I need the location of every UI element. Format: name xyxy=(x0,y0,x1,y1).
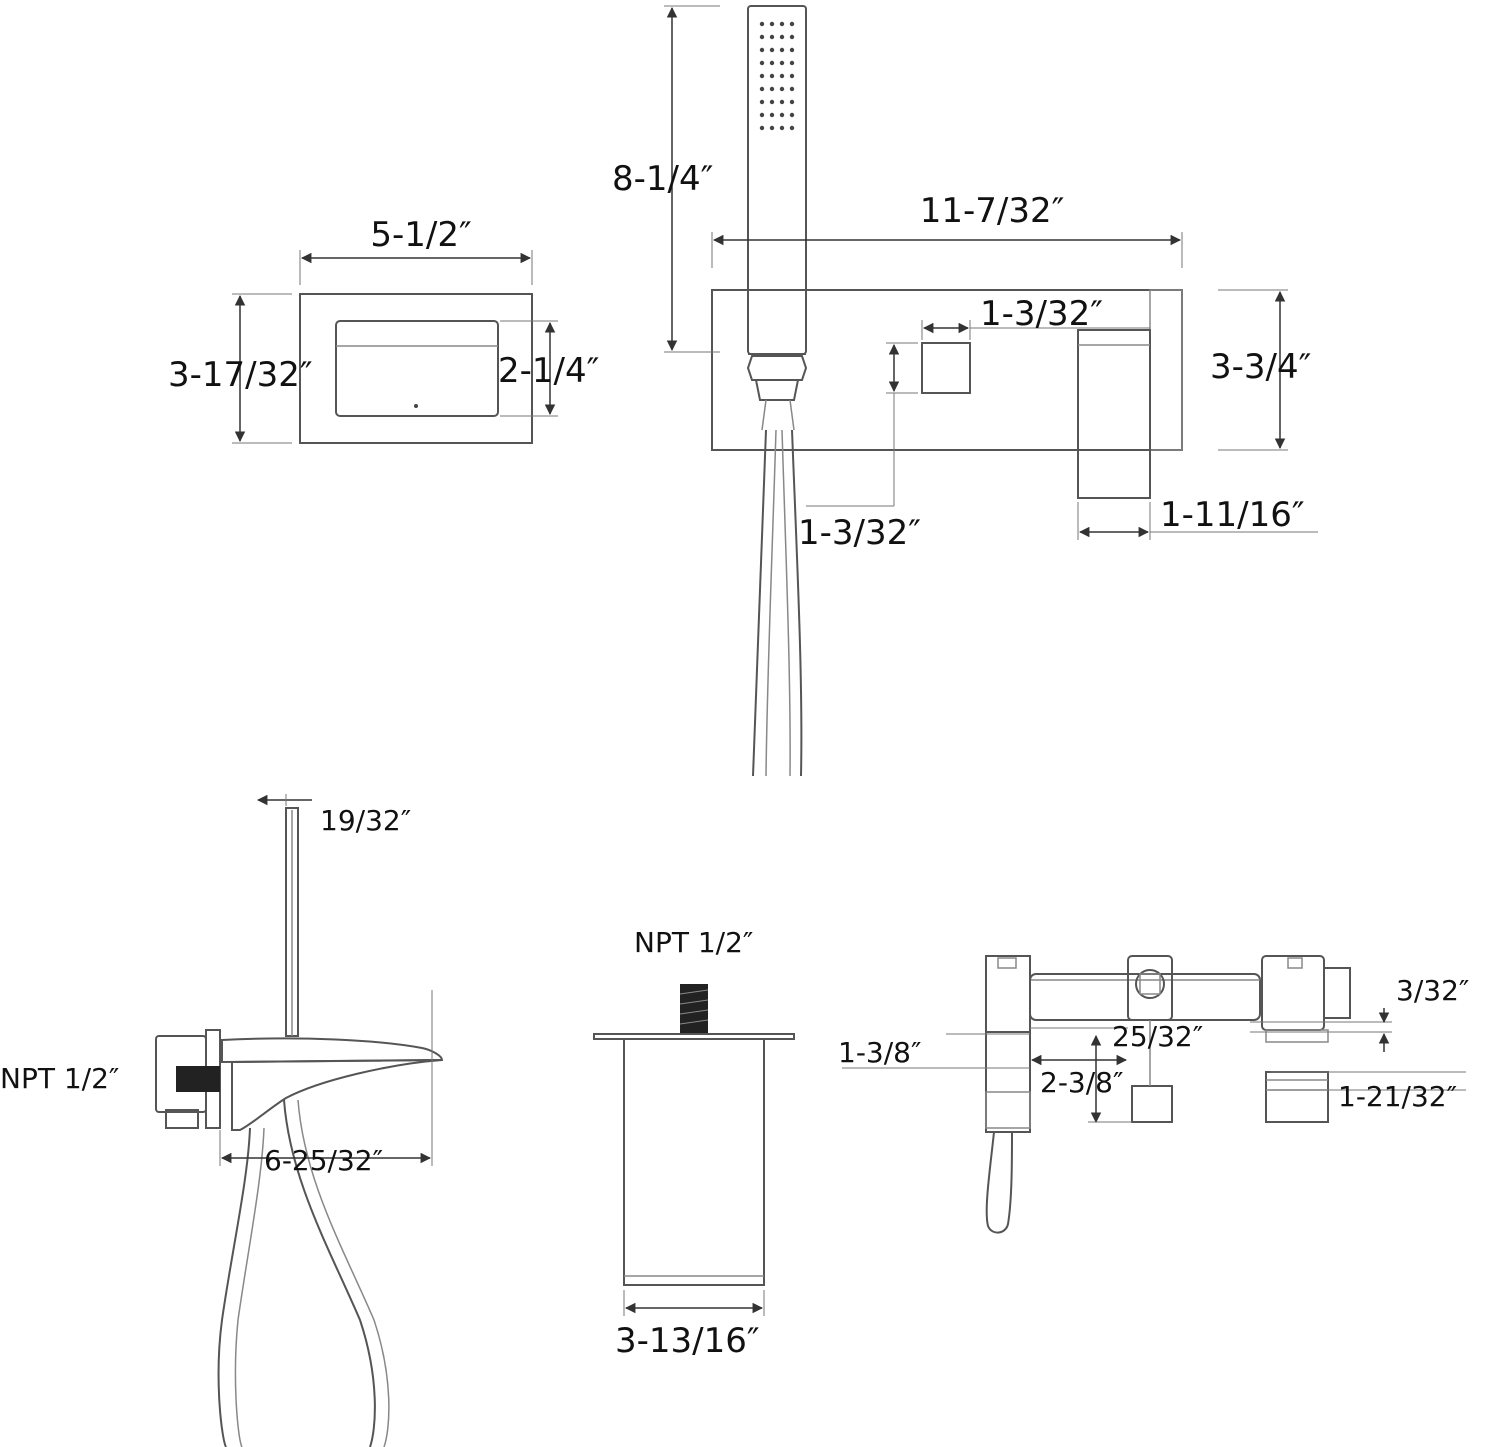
label-flange-thickness: 3/32″ xyxy=(1396,974,1469,1007)
label-valve-body-width: 3-13/16″ xyxy=(615,1321,760,1361)
label-center-depth: 2-3/8″ xyxy=(1040,1066,1123,1099)
front-view-dimensions xyxy=(664,5,1318,540)
label-plate-height-front: 3-3/4″ xyxy=(1210,347,1311,387)
label-side-inlet-thread: NPT 1/2″ xyxy=(0,1062,119,1095)
label-center-width: 25/32″ xyxy=(1112,1020,1203,1053)
label-left-outlet-height: 1-3/8″ xyxy=(838,1036,921,1069)
valve-body-dimensions xyxy=(842,1008,1466,1124)
valve-body-assembly xyxy=(985,955,1351,1234)
side-view-dimensions xyxy=(219,794,433,1166)
spray-nozzle-grid xyxy=(759,21,795,131)
label-handshower-height: 8-1/4″ xyxy=(612,159,713,199)
rough-valve-dimensions xyxy=(623,1290,765,1316)
label-lever-width: 1-11/16″ xyxy=(1160,495,1305,535)
label-diverter-knob-width: 1-3/32″ xyxy=(980,294,1103,334)
top-view-plate xyxy=(299,293,533,444)
label-plate-height: 3-17/32″ xyxy=(168,355,313,395)
label-plate-width: 5-1/2″ xyxy=(370,215,471,255)
label-rough-inlet-thread: NPT 1/2″ xyxy=(634,926,753,959)
label-diverter-knob-height: 1-3/32″ xyxy=(798,513,921,553)
label-right-outlet-height: 1-21/32″ xyxy=(1338,1080,1457,1113)
top-view-dimensions xyxy=(232,250,558,444)
front-view-trim xyxy=(711,5,1183,777)
label-total-width: 11-7/32″ xyxy=(920,191,1065,231)
label-spout-opening-height: 2-1/4″ xyxy=(498,351,599,391)
rough-valve-body xyxy=(593,984,795,1286)
label-spout-projection: 6-25/32″ xyxy=(264,1144,383,1177)
side-view-spout xyxy=(155,807,444,1447)
label-top-offset: 19/32″ xyxy=(320,804,411,837)
